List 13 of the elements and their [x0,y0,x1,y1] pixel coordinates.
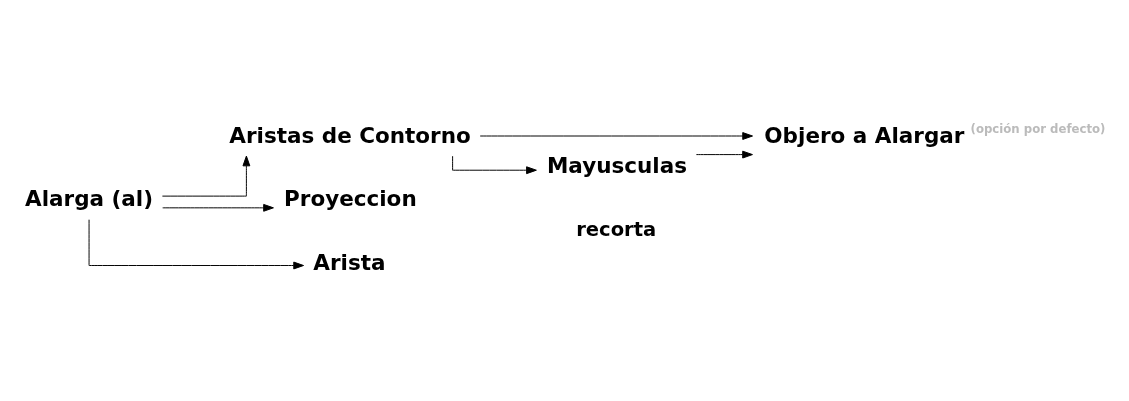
node-text: Aristas de Contorno [229,122,471,148]
node-text: Objero a Alargar [764,122,965,148]
arrow [695,150,753,158]
label: recorta [576,217,657,241]
node-text: Alarga (al) [25,185,154,211]
node-text: Mayusculas [546,152,687,178]
node-text: Proyeccion [284,185,417,211]
arrow [161,155,251,197]
arrow [88,218,305,269]
node-text: Arista [313,249,386,275]
arrow [479,131,753,140]
node-label: (opción por defecto) [970,121,1106,136]
arrow [162,203,274,212]
